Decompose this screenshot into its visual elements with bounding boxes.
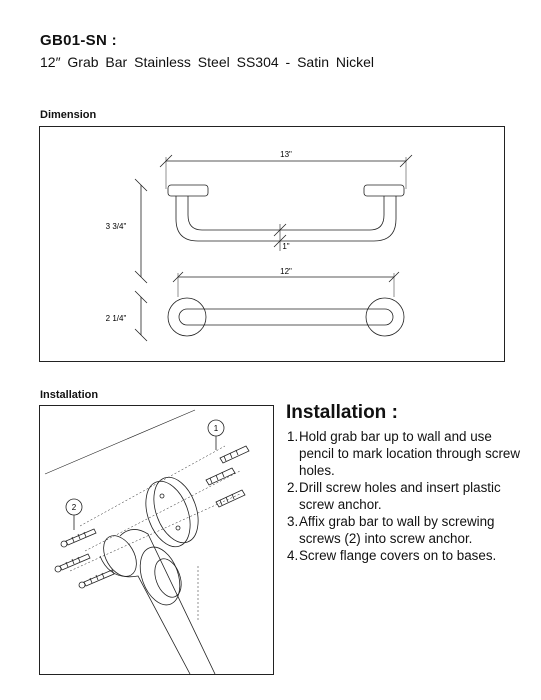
bar-front-view [178, 308, 394, 326]
height-text: 3 3/4" [106, 222, 127, 231]
installation-title: Installation : [286, 402, 398, 423]
callout-label-2: 2 [72, 503, 77, 512]
callout-label-1: 1 [214, 424, 219, 433]
height-tick-bottom [134, 270, 148, 284]
dimension-section-label: Dimension [40, 109, 97, 121]
bar-profile-outer [175, 196, 397, 242]
installation-exploded-view: 1 2 [44, 409, 250, 675]
flange-cover [139, 546, 181, 606]
left-flange-front [167, 297, 207, 337]
installation-drawing-panel: 1 2 [39, 405, 274, 675]
model-number: GB01-SN : [40, 32, 117, 49]
installation-step: 2. Drill screw holes and insert plastic … [287, 480, 501, 512]
installation-section-label: Installation [40, 389, 99, 401]
clearance-text: 1" [282, 242, 289, 251]
installation-steps: 1. Hold grab bar up to wall and use penc… [287, 428, 527, 564]
flange-base [145, 480, 191, 548]
screws [54, 528, 115, 589]
installation-step: 3. Affix grab bar to wall by screwing sc… [287, 514, 495, 546]
grab-bar-dimension-drawing: 13" 3 3/4" 1" 12" 2 1/4" [106, 150, 413, 342]
clearance-tick-bottom [273, 234, 287, 248]
bar-length-text: 12" [280, 267, 292, 276]
height-tick-top [134, 178, 148, 192]
installation-step: 1. Hold grab bar up to wall and use penc… [287, 429, 521, 478]
clearance-tick-top [273, 223, 287, 237]
flange-diameter-text: 2 1/4" [106, 314, 127, 323]
installation-step: 4. Screw flange covers on to bases. [287, 548, 497, 563]
overall-width-text: 13" [280, 150, 292, 159]
right-flange-front [365, 297, 405, 337]
bar-profile-inner [187, 196, 385, 231]
dimension-drawing-panel: 13" 3 3/4" 1" 12" 2 1/4" [39, 126, 505, 362]
bar-tube [119, 529, 216, 675]
right-flange-side [363, 184, 405, 197]
screw-anchors [205, 445, 250, 508]
left-flange-side [167, 184, 209, 197]
product-description: 12″ Grab Bar Stainless Steel SS304 - Sat… [40, 54, 374, 70]
